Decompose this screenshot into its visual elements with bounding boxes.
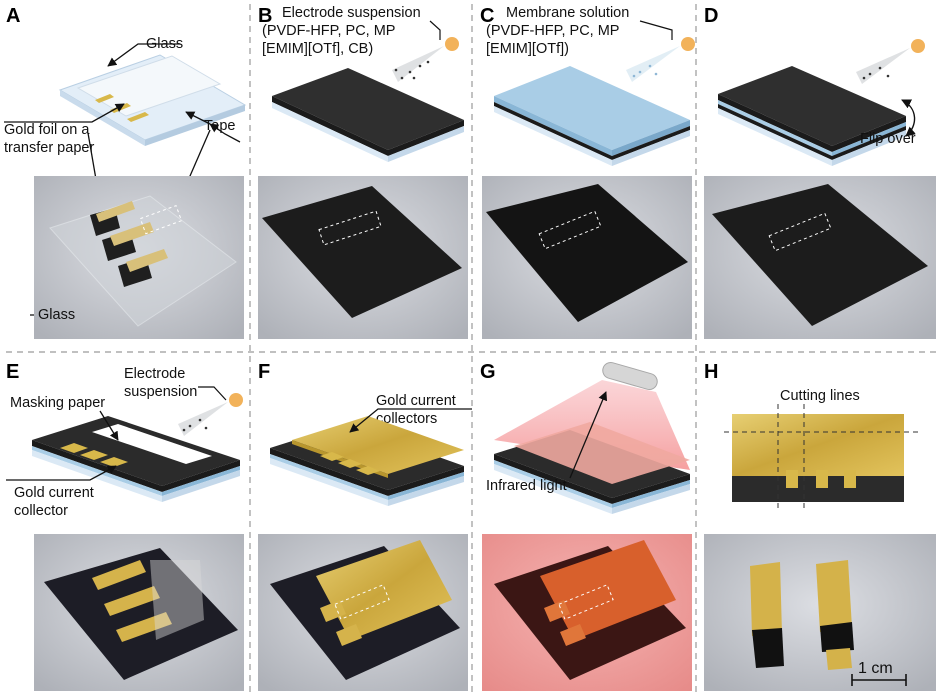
label-gold-collectors-1: Gold current [376,393,456,409]
label-tape: Tape [204,118,235,134]
label-c-3: [EMIM][OTf]) [486,41,569,57]
panel-d: D Flip over [704,5,936,339]
panel-e: E Masking paper Electrode suspension [6,361,244,691]
photo-a [34,176,244,339]
label-gold-collectors-2: collectors [376,411,437,427]
spray-nozzle-e-icon [178,393,243,436]
label-electrode-2: suspension [124,384,197,400]
gold-stack-g [494,422,690,514]
panel-letter-a: A [6,5,20,27]
label-c-2: (PVDF-HFP, PC, MP [486,23,619,39]
panel-g: G Infrared light [480,361,692,691]
label-b-3: [EMIM][OTf], CB) [262,41,373,57]
label-c-1: Membrane solution [506,5,629,21]
panel-letter-e: E [6,361,19,383]
panel-c: C Membrane solution (PVDF-HFP, PC, MP [E… [480,5,695,339]
cutting-schematic-h [724,404,918,512]
label-gold-foil-1: Gold foil on a [4,122,90,138]
photo-h [704,534,936,691]
photo-f [258,534,468,691]
panel-letter-h: H [704,361,718,383]
label-b-1: Electrode suspension [282,5,421,21]
label-gold-collector-2: collector [14,503,68,519]
electrode-layer-b [272,68,464,162]
photo-g [482,534,692,691]
panel-f: F Gold current collectors [258,361,472,691]
label-b-2: (PVDF-HFP, PC, MP [262,23,395,39]
panel-b: B Electrode suspension (PVDF-HFP, PC, MP… [258,5,468,339]
photo-d [704,176,936,339]
panel-letter-g: G [480,361,496,383]
panel-letter-d: D [704,5,718,27]
label-cutting-lines: Cutting lines [780,388,860,404]
label-gold-collector-1: Gold current [14,485,94,501]
label-masking-paper: Masking paper [10,395,105,411]
label-flip-over: Flip over [860,131,916,147]
label-infrared-light: Infrared light [486,478,567,494]
panel-h: H Cutting lines 1 cm [704,361,936,691]
panel-letter-c: C [480,5,494,27]
photo-e [34,534,244,691]
photo-c [482,176,692,339]
label-glass-bottom: Glass [38,307,75,323]
infrared-lamp-icon [602,361,658,391]
photo-b [258,176,468,339]
label-gold-foil-2: transfer paper [4,140,94,156]
electrode-stack-d [718,66,906,166]
spray-nozzle-c-icon [626,37,695,82]
label-glass-top: Glass [146,36,183,52]
panel-letter-f: F [258,361,270,383]
gold-stack-f [270,416,464,506]
panel-letter-b: B [258,5,272,27]
panel-a: A Glass Gold foil on a transfer paper Ta… [4,5,247,339]
flip-arrow-icon [901,99,916,137]
membrane-layer-c [494,66,690,166]
scale-bar-label: 1 cm [858,660,893,677]
spray-nozzle-d-icon [856,39,925,84]
arrows-panel-e [6,410,119,481]
spray-nozzle-b-icon [392,37,459,82]
label-electrode-1: Electrode [124,366,185,382]
panel-dividers [6,4,936,692]
